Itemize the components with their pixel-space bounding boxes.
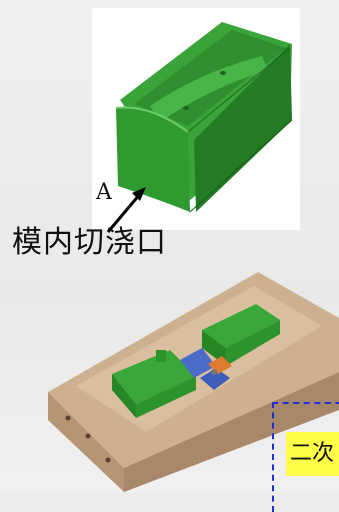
callout-dashed-frame — [272, 402, 339, 512]
pointer-label-a: A — [96, 180, 112, 205]
callout-label: 二次 — [286, 432, 339, 476]
figure-caption: 模内切浇口 — [12, 225, 167, 260]
green-part-render — [106, 22, 293, 233]
